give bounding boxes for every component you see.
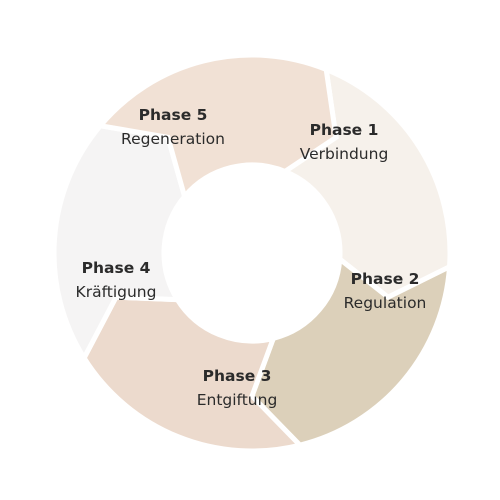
phase-subtitle: Kräftigung	[75, 283, 157, 301]
phase-subtitle: Regulation	[343, 294, 427, 312]
segment-phase-4	[51, 123, 188, 363]
label-phase-4: Phase 4 Kräftigung	[76, 256, 157, 304]
label-phase-2: Phase 2 Regulation	[344, 267, 427, 315]
label-phase-5: Phase 5 Regeneration	[121, 103, 225, 151]
label-phase-3: Phase 3 Entgiftung	[197, 364, 278, 412]
phase-title: Phase 5	[138, 106, 208, 124]
phase-subtitle: Regeneration	[121, 130, 225, 148]
segment-phase-5	[95, 52, 339, 202]
phase-subtitle: Verbindung	[299, 145, 389, 163]
phase-title: Phase 4	[81, 259, 151, 277]
phase-title: Phase 2	[350, 270, 420, 288]
segment-phase-3	[81, 294, 305, 454]
label-phase-1: Phase 1 Verbindung	[300, 118, 389, 166]
phase-title: Phase 1	[309, 121, 379, 139]
phase-title: Phase 3	[202, 367, 272, 385]
segment-phase-1	[279, 65, 453, 301]
segment-phase-2	[249, 254, 453, 448]
phase-subtitle: Entgiftung	[196, 391, 278, 409]
